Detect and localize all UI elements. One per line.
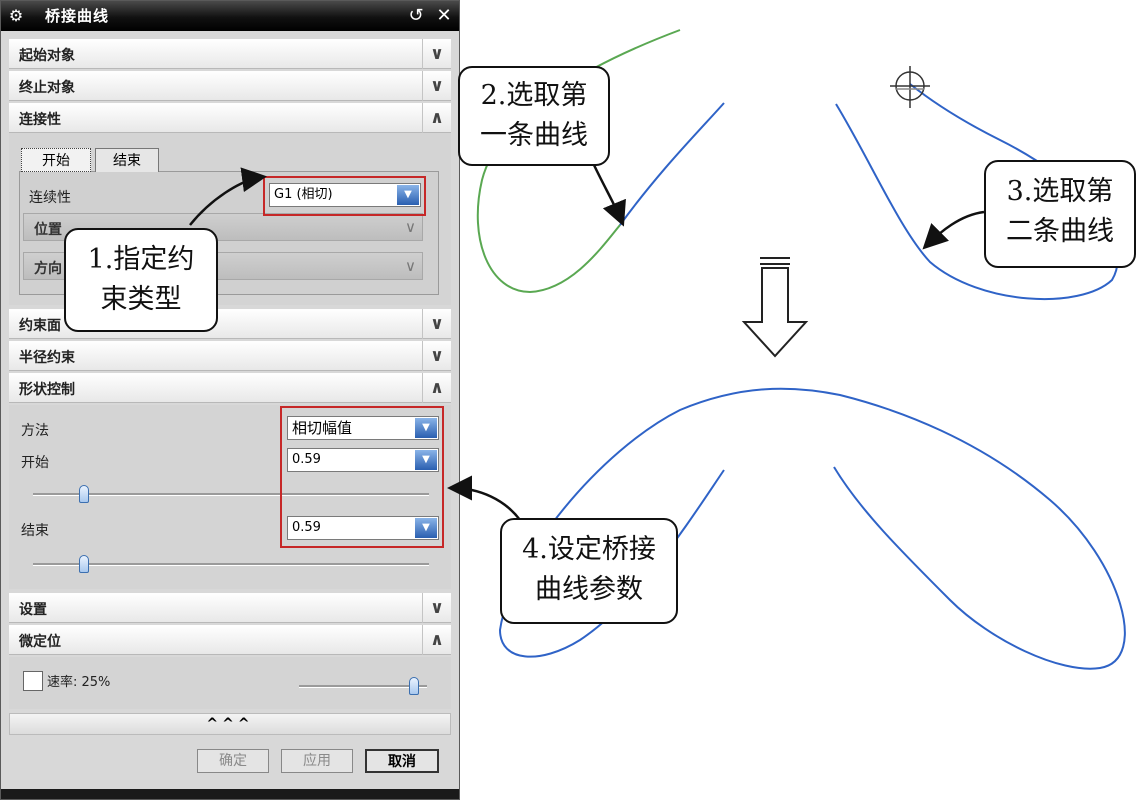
section-fine-positioning[interactable]: 微定位 ∧	[9, 625, 451, 655]
continuity-dropdown[interactable]: G1 (相切) ▼	[269, 183, 421, 207]
section-shape-control[interactable]: 形状控制 ∧	[9, 373, 451, 403]
chevron-down-icon[interactable]: ∨	[422, 71, 451, 101]
start-value-field[interactable]: 0.59 ▼	[287, 448, 439, 472]
collapse-all-button[interactable]: ^^^	[9, 713, 451, 735]
method-value: 相切幅值	[292, 419, 353, 437]
section-label: 连接性	[19, 112, 61, 128]
callout-4: 4.设定桥接 曲线参数	[500, 518, 678, 624]
callout-3-arrow	[922, 210, 985, 250]
chevron-up-icon[interactable]: ∧	[422, 373, 451, 403]
end-slider-thumb[interactable]	[79, 555, 90, 573]
position-label: 位置	[34, 222, 62, 238]
start-value: 0.59	[292, 452, 321, 467]
gear-icon[interactable]: ⚙	[8, 6, 24, 25]
section-label: 半径约束	[19, 350, 75, 366]
start-label: 开始	[21, 455, 49, 471]
callout-1-line-2: 束类型	[100, 284, 182, 315]
section-label: 起始对象	[19, 48, 75, 64]
continuity-highlight-box	[263, 176, 426, 216]
tab-start[interactable]: 开始	[21, 148, 91, 172]
section-label: 微定位	[19, 634, 61, 650]
section-label: 形状控制	[19, 382, 75, 398]
dropdown-arrow-icon[interactable]: ▼	[415, 418, 437, 438]
section-label: 约束面	[19, 318, 61, 334]
callout-3: 3.选取第 二条曲线	[984, 160, 1136, 268]
direction-label: 方向	[34, 261, 62, 277]
callout-3-line-1: 3.选取第	[1006, 176, 1114, 207]
chevron-up-icon[interactable]: ∧	[422, 625, 451, 655]
method-label: 方法	[21, 423, 49, 439]
section-end-object[interactable]: 终止对象 ∨	[9, 71, 451, 101]
dialog-title: 桥接曲线	[45, 7, 110, 25]
start-slider-track[interactable]	[33, 493, 429, 496]
rate-slider-thumb[interactable]	[409, 677, 420, 695]
section-label: 设置	[19, 602, 47, 618]
chevron-down-icon[interactable]: ∨	[422, 309, 451, 339]
end-value: 0.59	[292, 520, 321, 535]
apply-button[interactable]: 应用	[281, 749, 353, 773]
shape-params-highlight-box	[280, 406, 444, 548]
continuity-label: 连续性	[29, 190, 71, 206]
section-continuity[interactable]: 连接性 ∧	[9, 103, 451, 133]
ok-button[interactable]: 确定	[197, 749, 269, 773]
chevron-down-icon[interactable]: ∨	[405, 257, 416, 275]
end-slider-track[interactable]	[33, 563, 429, 566]
section-settings[interactable]: 设置 ∨	[9, 593, 451, 623]
tab-end[interactable]: 结束	[95, 148, 159, 172]
callout-2-arrow	[592, 164, 626, 227]
end-value-field[interactable]: 0.59 ▼	[287, 516, 439, 540]
callout-2-line-1: 2.选取第	[480, 80, 588, 111]
callout-3-line-2: 二条曲线	[1006, 216, 1114, 247]
reset-icon[interactable]: ↺	[408, 5, 424, 26]
fine-positioning-panel	[9, 657, 451, 709]
cancel-button[interactable]: 取消	[365, 749, 439, 773]
rate-label: 速率: 25%	[47, 675, 111, 690]
dialog-bottom-bar	[1, 789, 459, 799]
section-label: 终止对象	[19, 80, 75, 96]
rate-checkbox[interactable]	[23, 671, 43, 691]
close-icon[interactable]: ✕	[436, 5, 452, 26]
end-label: 结束	[21, 523, 49, 539]
chevron-down-icon[interactable]: ∨	[422, 341, 451, 371]
first-curve-tail	[619, 102, 725, 226]
title-bar: ⚙ 桥接曲线 ↺ ✕	[1, 1, 459, 31]
callout-1: 1.指定约 束类型	[64, 228, 218, 332]
crosshair-cursor-icon	[890, 66, 930, 108]
section-radius-constraint[interactable]: 半径约束 ∨	[9, 341, 451, 371]
chevron-up-icon[interactable]: ∧	[422, 103, 451, 133]
bridge-curve-dialog: ⚙ 桥接曲线 ↺ ✕ 起始对象 ∨ 终止对象 ∨ 连接性 ∧ 开始 结束 连续性…	[0, 0, 460, 800]
continuity-value: G1 (相切)	[274, 187, 333, 202]
options-arrow-icon[interactable]: ▼	[415, 518, 437, 538]
callout-4-line-2: 曲线参数	[535, 574, 643, 605]
callout-4-line-1: 4.设定桥接	[522, 534, 656, 565]
section-start-object[interactable]: 起始对象 ∨	[9, 39, 451, 69]
dropdown-arrow-icon[interactable]: ▼	[397, 185, 419, 205]
rate-slider-track[interactable]	[299, 685, 427, 688]
start-slider-thumb[interactable]	[79, 485, 90, 503]
callout-4-arrow	[447, 475, 521, 521]
chevron-down-icon[interactable]: ∨	[405, 218, 416, 236]
callout-2-line-2: 一条曲线	[480, 120, 588, 151]
callout-2: 2.选取第 一条曲线	[458, 66, 610, 166]
chevron-down-icon[interactable]: ∨	[422, 593, 451, 623]
chevron-down-icon[interactable]: ∨	[422, 39, 451, 69]
callout-1-line-1: 1.指定约	[87, 244, 195, 275]
down-arrow-icon	[741, 257, 809, 358]
options-arrow-icon[interactable]: ▼	[415, 450, 437, 470]
method-dropdown[interactable]: 相切幅值 ▼	[287, 416, 439, 440]
